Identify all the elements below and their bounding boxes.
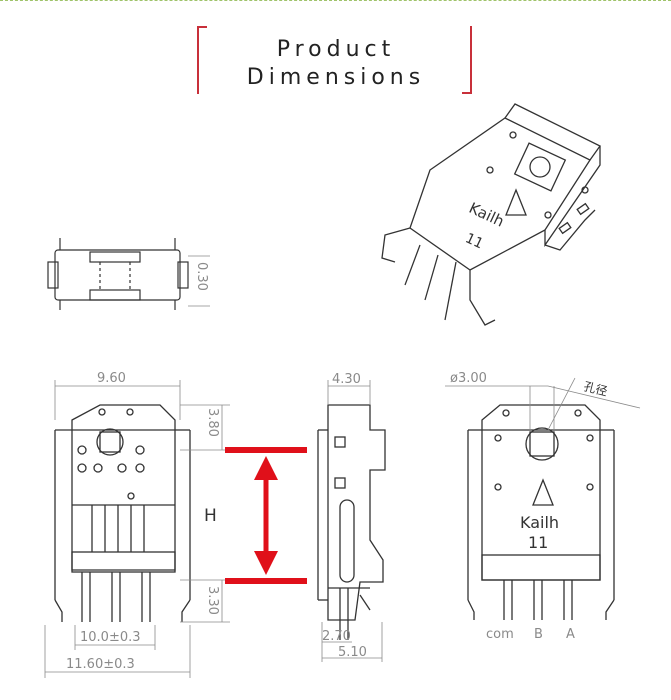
height-indicator — [225, 447, 307, 584]
title-bracket-right — [462, 26, 472, 94]
title-bracket-left — [197, 26, 207, 94]
side-depth-bottom-label: 5.10 — [338, 645, 367, 660]
top-view-dim — [188, 255, 210, 307]
side-depth-top-label: 4.30 — [332, 372, 361, 387]
pin-label-com: com — [486, 627, 514, 642]
iso-view — [381, 103, 601, 326]
front-overall-width-label: 11.60±0.3 — [66, 657, 135, 672]
rear-hole-diameter-label: ø3.00 — [450, 371, 487, 386]
pin-label-b: B — [534, 627, 543, 642]
rear-view-dims — [445, 377, 641, 431]
rear-view — [467, 404, 615, 620]
iso-brand-label: Kailh — [466, 199, 507, 231]
rear-brand-label: Kailh — [520, 513, 559, 532]
side-view — [317, 404, 386, 640]
rear-model-label: 11 — [528, 533, 548, 552]
front-width-top-label: 9.60 — [97, 371, 126, 386]
front-view — [54, 404, 191, 622]
side-view-dims — [321, 380, 383, 662]
height-variable-label: H — [204, 506, 217, 526]
front-view-dims — [44, 380, 230, 678]
title-line-1: Product — [276, 37, 396, 62]
top-view — [47, 238, 189, 310]
side-pin-offset-label: 2.70 — [322, 629, 351, 644]
front-pitch-label: 10.0±0.3 — [80, 630, 141, 645]
top-dashed-rule — [0, 0, 671, 1]
front-height-upper-label: 3.80 — [205, 408, 220, 437]
rear-hole-label: 孔径 — [582, 379, 609, 398]
top-view-thickness-label: 0.30 — [194, 262, 209, 291]
title-line-2: Dimensions — [246, 65, 426, 90]
iso-model-label: 11 — [463, 230, 486, 252]
front-height-lower-label: 3.30 — [205, 586, 220, 615]
pin-label-a: A — [566, 627, 575, 642]
